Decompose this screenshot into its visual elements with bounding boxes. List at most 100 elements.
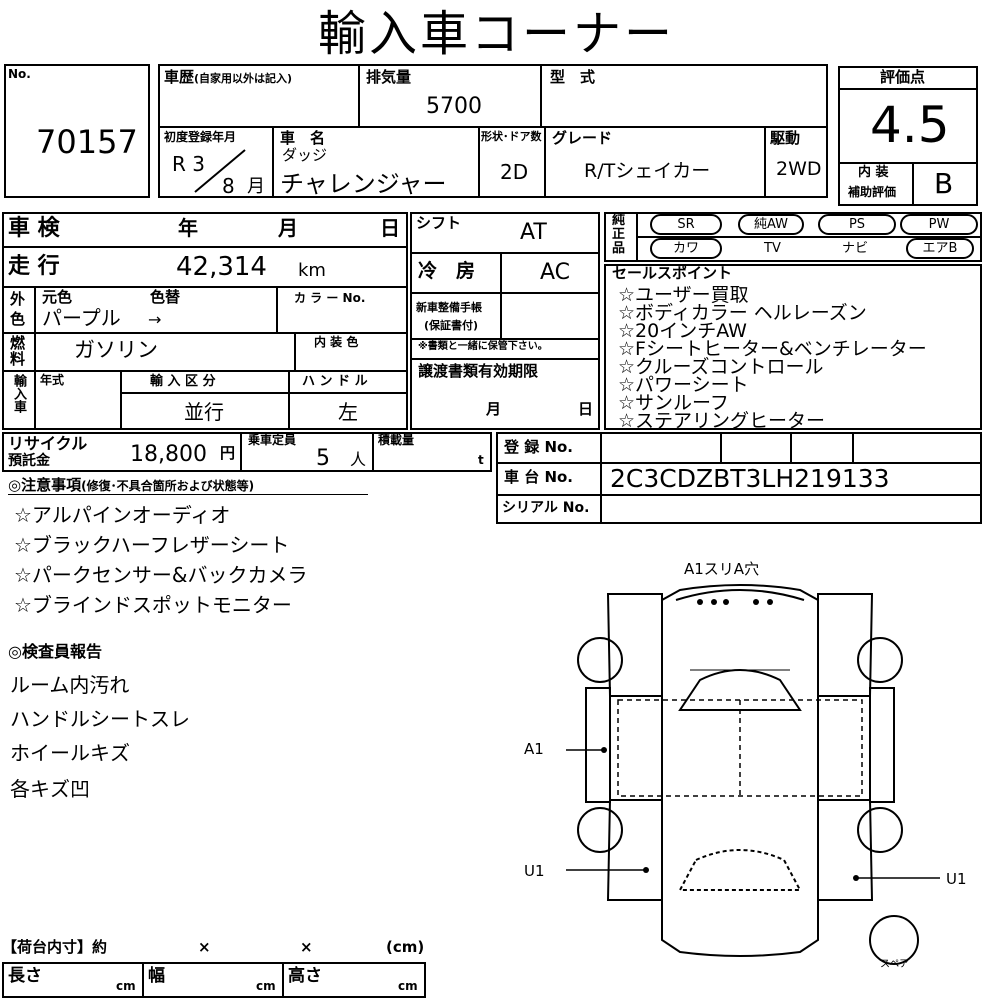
transfer-label: 譲渡書類有効期限 (418, 362, 539, 380)
sales-point: ☆クルーズコントロール (618, 356, 824, 378)
sales-points-block (604, 264, 982, 430)
cargo-dimensions-row (2, 962, 426, 998)
fuel-label-1: 燃 (10, 334, 26, 352)
interior-color-label: 内 装 色 (314, 335, 359, 349)
sales-label: セールスポイント (612, 264, 733, 282)
maint-label-1: 新車整備手帳 (416, 301, 482, 314)
inspector-heading: ◎検査員報告 (8, 642, 102, 661)
diagram-right-lower-label: U1 (946, 870, 967, 888)
grade: R/Tシェイカー (584, 160, 711, 182)
inspector-item: ホイールキズ (10, 741, 130, 765)
sales-point: ☆パワーシート (618, 374, 749, 396)
history-label: 車歴(自家用以外は記入) (164, 68, 293, 86)
interior-label-2: 補助評価 (848, 185, 897, 199)
color-no-label: カ ラ ー No. (294, 291, 366, 305)
mileage-unit: km (298, 260, 326, 281)
mileage-label: 走 行 (8, 254, 60, 279)
length-unit: cm (116, 979, 136, 993)
sales-point: ☆20インチAW (618, 320, 747, 342)
maint-label-2: (保証書付) (424, 319, 479, 332)
recycle-label-1: リサイクル (8, 434, 88, 453)
body-doors: 2D (500, 160, 529, 184)
vehicle-info-block (2, 212, 408, 430)
import-type-label: 輸 入 区 分 (150, 374, 216, 389)
fuel-label-2: 料 (10, 350, 26, 368)
note-item: ☆ブラインドスポットモニター (14, 593, 292, 617)
first-reg-label: 初度登録年月 (164, 130, 237, 144)
capacity-label: 乗車定員 (248, 433, 297, 447)
header-block (158, 64, 828, 198)
interior-label-1: 内 装 (858, 165, 889, 180)
import-type-value: 並行 (184, 400, 224, 424)
displacement-value: 5700 (426, 94, 482, 119)
fuel-value: ガソリン (74, 338, 158, 362)
equip-sr: SR (650, 214, 722, 235)
registration-block (496, 432, 982, 524)
score-box (838, 66, 978, 206)
score-value: 4.5 (870, 96, 950, 154)
reg-no-label: 登 録 No. (504, 438, 574, 456)
inspector-item: ルーム内汚れ (10, 673, 130, 697)
color-value: パープル (42, 306, 121, 330)
body-doors-label: 形状･ドア数 (481, 130, 542, 143)
yen-label: 円 (220, 444, 236, 462)
note-item: ☆ブラックハーフレザーシート (14, 533, 290, 557)
equip-pw: PW (900, 214, 978, 235)
color-arrow: → (148, 310, 162, 329)
car-diagram (566, 584, 940, 965)
cargo-cm: (cm) (386, 938, 425, 956)
diagram-top-label: A1スリA穴 (684, 560, 760, 578)
spare-label: スペア (880, 959, 910, 970)
sales-point: ☆ユーザー買取 (618, 284, 749, 306)
color-label-1: 外 (10, 290, 26, 308)
height-unit: cm (398, 979, 418, 993)
import-label: 輸入車 (11, 374, 26, 413)
equip-airbag: エアB (906, 238, 974, 259)
car-name: チャレンジャー (280, 170, 447, 198)
equip-ps: PS (818, 214, 896, 235)
capacity-unit: 人 (350, 450, 367, 469)
drive-label: 駆動 (770, 129, 801, 147)
equip-label-2: 正 (612, 227, 626, 242)
load-label: 積載量 (378, 433, 415, 447)
interior-score: B (934, 167, 954, 200)
width-unit: cm (256, 979, 276, 993)
inspector-item: ハンドルシートスレ (10, 707, 190, 731)
sales-point: ☆ステアリングヒーター (618, 410, 826, 432)
recycle-label-2: 預託金 (8, 453, 50, 469)
equip-navi: ナビ (842, 241, 869, 256)
diagram-left-label: A1 (524, 740, 544, 758)
equip-label-3: 品 (612, 241, 626, 256)
load-unit: t (478, 453, 484, 467)
transfer-day: 日 (578, 400, 594, 418)
lot-number-box (4, 64, 150, 198)
handle-value: 左 (338, 400, 358, 424)
grade-label: グレード (552, 129, 613, 147)
equip-genuine-aw: 純AW (738, 214, 804, 235)
sales-point: ☆サンルーフ (618, 392, 729, 414)
note-item: ☆パークセンサー&バックカメラ (14, 563, 308, 587)
inspector-item: 各キズ凹 (10, 777, 90, 801)
maker: ダッジ (282, 146, 328, 164)
inspection-label: 車 検 (8, 216, 60, 241)
mileage-value: 42,314 (176, 252, 267, 282)
chassis-number: 2C3CDZBT3LH219133 (610, 464, 890, 493)
shift-block (410, 212, 600, 430)
cargo-x1: × (198, 938, 211, 956)
month-unit: 月 (247, 176, 265, 197)
note-item: ☆アルパインオーディオ (14, 503, 231, 527)
first-reg-era: R 3 (172, 152, 205, 176)
width-label: 幅 (148, 966, 165, 986)
equip-leather: カワ (650, 238, 722, 259)
sales-point: ☆ボディカラー ヘルレーズン (618, 302, 867, 324)
equip-label-1: 純 (612, 213, 626, 228)
serial-label: シリアル No. (502, 500, 590, 516)
no-label: No. (8, 67, 31, 81)
cargo-label: 【荷台内寸】約 (2, 938, 108, 956)
handle-label: ハ ン ド ル (302, 374, 368, 389)
shift-value: AT (520, 220, 547, 245)
length-label: 長さ (8, 966, 42, 986)
inspection-day: 日 (380, 216, 400, 240)
first-reg-month: 8 (222, 174, 235, 198)
equip-tv: TV (764, 241, 781, 256)
